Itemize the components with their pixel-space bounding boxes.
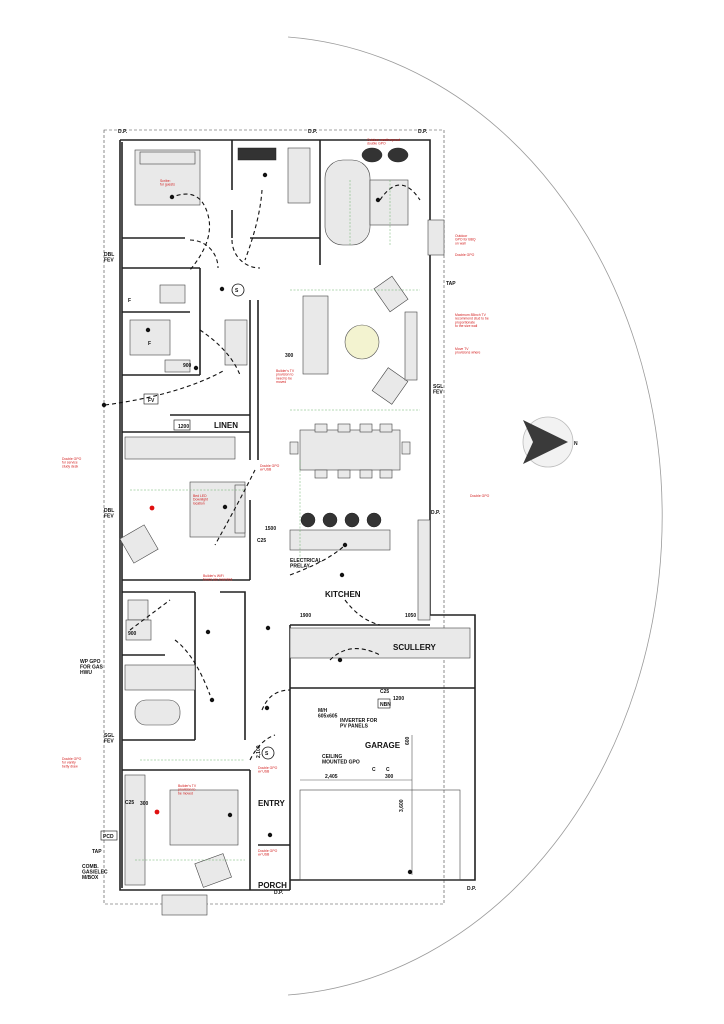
smoke-detector-label-2: S xyxy=(265,751,269,757)
nbn-label: NBN xyxy=(380,702,391,708)
garage-car-space xyxy=(299,789,461,881)
note-bed: Scribe:for guests xyxy=(160,179,175,187)
dim-900: 900 xyxy=(183,363,192,369)
dim-2100: 2,100 xyxy=(256,745,262,758)
smoke-detector-label-1: S xyxy=(235,288,239,294)
garage-label: GARAGE xyxy=(365,741,401,750)
door-swing-icons xyxy=(104,184,421,761)
dim-1900: 1900 xyxy=(300,613,311,619)
c25-label: C25 xyxy=(380,689,389,695)
dim-2405: 2,405 xyxy=(325,774,338,780)
kitchen-label: KITCHEN xyxy=(325,590,361,599)
dim-1050: 1050 xyxy=(405,613,416,619)
internal-walls xyxy=(122,140,430,890)
dp-label: D.P. xyxy=(118,129,128,135)
dining-chairs xyxy=(289,423,411,479)
kitchen-stools xyxy=(289,512,471,659)
dimension-lines xyxy=(130,180,420,861)
c25-label: C25 xyxy=(125,800,134,806)
bed-1 xyxy=(134,147,311,206)
dim-1200b: 1200 xyxy=(393,696,404,702)
note-gpo-right2: Double GPO xyxy=(470,494,490,498)
dim-300: 300 xyxy=(140,801,149,807)
dim-1500: 1500 xyxy=(265,526,276,532)
smoke-detector-icon xyxy=(231,283,275,760)
c-label: C xyxy=(386,767,390,773)
dim-1200: 1200 xyxy=(178,424,189,430)
lounge-furniture xyxy=(299,147,445,471)
bed-2 xyxy=(119,436,246,564)
linen-label: LINEN xyxy=(214,421,238,430)
dim-600: 600 xyxy=(405,736,411,745)
entry-label: ENTRY xyxy=(258,799,285,808)
light-point-icons xyxy=(101,172,413,875)
note-gpo: Double GPO xyxy=(455,253,475,257)
svg-text:N: N xyxy=(574,441,578,447)
site-outline xyxy=(103,129,445,905)
plan-labels: D.P. D.P. D.P. D.P. D.P. D.P. TAP TAP DB… xyxy=(80,129,477,896)
external-walls xyxy=(119,139,476,891)
dp-label: D.P. xyxy=(308,129,318,135)
tap-label: TAP xyxy=(92,849,102,855)
porch-label: PORCH xyxy=(258,881,287,890)
dp-label: D.P. xyxy=(274,890,284,896)
pcd-label: PCD xyxy=(103,834,114,840)
dp-label: D.P. xyxy=(418,129,428,135)
dim-300: 300 xyxy=(285,353,294,359)
fv-label: FV xyxy=(148,398,155,404)
bathroom-fixtures xyxy=(124,284,248,726)
dim-300: 300 xyxy=(385,774,394,780)
scullery-label: SCULLERY xyxy=(393,643,436,652)
floor-waste-label: F xyxy=(148,341,151,347)
dp-label: D.P. xyxy=(431,510,441,516)
bed-3 xyxy=(124,774,239,916)
label-frames xyxy=(100,393,391,841)
dp-label: D.P. xyxy=(467,886,477,892)
floor-waste-label: F xyxy=(128,298,131,304)
north-arrow-icon: N xyxy=(522,416,578,468)
site-boundary-arc xyxy=(287,36,663,996)
tap-label: TAP xyxy=(446,281,456,287)
dim-900: 900 xyxy=(128,631,137,637)
dim-3600: 3,600 xyxy=(399,799,405,812)
c25-label: C25 xyxy=(257,538,266,544)
c-label: C xyxy=(372,767,376,773)
